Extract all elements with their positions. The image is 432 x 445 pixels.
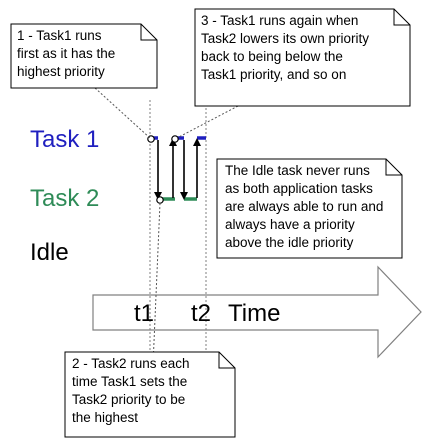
task2-lane-label: Task 2	[30, 185, 99, 212]
task2-start-marker	[156, 196, 164, 204]
note2-callout: 2 - Task2 runs each time Task1 sets the …	[64, 351, 236, 438]
note4-line-4: always have a priority	[225, 217, 355, 232]
note3-line-4: Task1 priority, and so on	[201, 67, 346, 82]
note3-callout: 3 - Task1 runs again when Task2 lowers i…	[194, 8, 411, 107]
t1-axis-label: t1	[134, 300, 154, 327]
note2-line-3: Task2 priority to be	[72, 392, 185, 407]
note1-line-1: 1 - Task1 runs	[17, 28, 102, 43]
note4-line-1: The Idle task never runs	[225, 163, 370, 178]
note4-line-5: above the idle priority	[225, 235, 354, 250]
note2-line-2: time Task1 sets the	[72, 374, 187, 389]
note3-line-2: Task2 lowers its own priority	[201, 31, 369, 46]
note3-leader	[176, 105, 239, 139]
time-axis-arrow	[92, 265, 422, 359]
note4-line-3: are always able to run and	[225, 199, 383, 214]
note4-line-2: as both application tasks	[225, 181, 373, 196]
note2-line-1: 2 - Task2 runs each	[72, 356, 190, 371]
task1-lane-label: Task 1	[30, 126, 99, 153]
note1-line-2: first as it has the	[17, 46, 115, 61]
task1-resume-marker	[171, 135, 179, 143]
note1-callout: 1 - Task1 runs first as it has the highe…	[10, 23, 158, 89]
note2-leader	[152, 202, 161, 366]
t2-axis-label: t2	[191, 300, 211, 327]
idle-lane-label: Idle	[30, 239, 69, 266]
note2-line-4: the highest	[72, 410, 138, 425]
note4-callout: The Idle task never runs as both applica…	[216, 158, 403, 259]
note3-line-1: 3 - Task1 runs again when	[201, 13, 358, 28]
note3-line-3: back to being below the	[201, 49, 343, 64]
time-axis-label: Time	[228, 300, 280, 327]
note1-line-3: highest priority	[17, 64, 105, 79]
note1-leader	[94, 87, 151, 139]
